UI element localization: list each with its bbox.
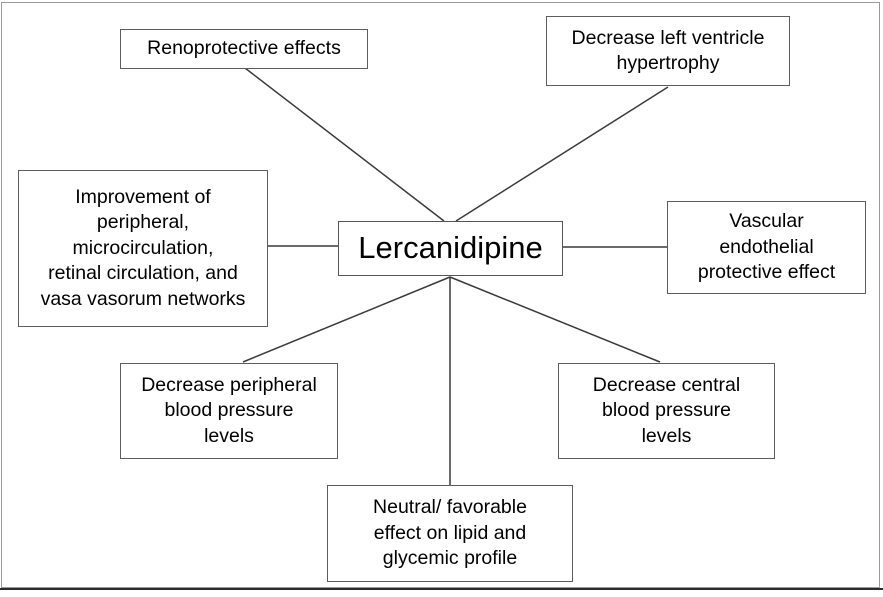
connector-renoprotective — [244, 67, 445, 222]
connector-central-bp — [449, 276, 661, 363]
node-neutral-favorable-effect-lipid-glycemic[interactable]: Neutral/ favorable effect on lipid and g… — [327, 485, 573, 582]
node-lercanidipine[interactable]: Lercanidipine — [338, 221, 563, 276]
node-decrease-central-blood-pressure-levels[interactable]: Decrease central blood pressure levels — [558, 363, 775, 459]
node-improvement-of-peripheral-microcirculation[interactable]: Improvement of peripheral, microcirculat… — [18, 170, 268, 327]
node-decrease-left-ventricle-hypertrophy[interactable]: Decrease left ventricle hypertrophy — [546, 16, 790, 86]
connector-peripheral-bp — [242, 276, 451, 363]
node-vascular-endothelial-protective-effect[interactable]: Vascular endothelial protective effect — [667, 201, 866, 294]
node-renoprotective-effects[interactable]: Renoprotective effects — [120, 29, 368, 69]
node-decrease-peripheral-blood-pressure-levels[interactable]: Decrease peripheral blood pressure level… — [120, 363, 338, 459]
connector-left-ventricle — [455, 86, 669, 222]
